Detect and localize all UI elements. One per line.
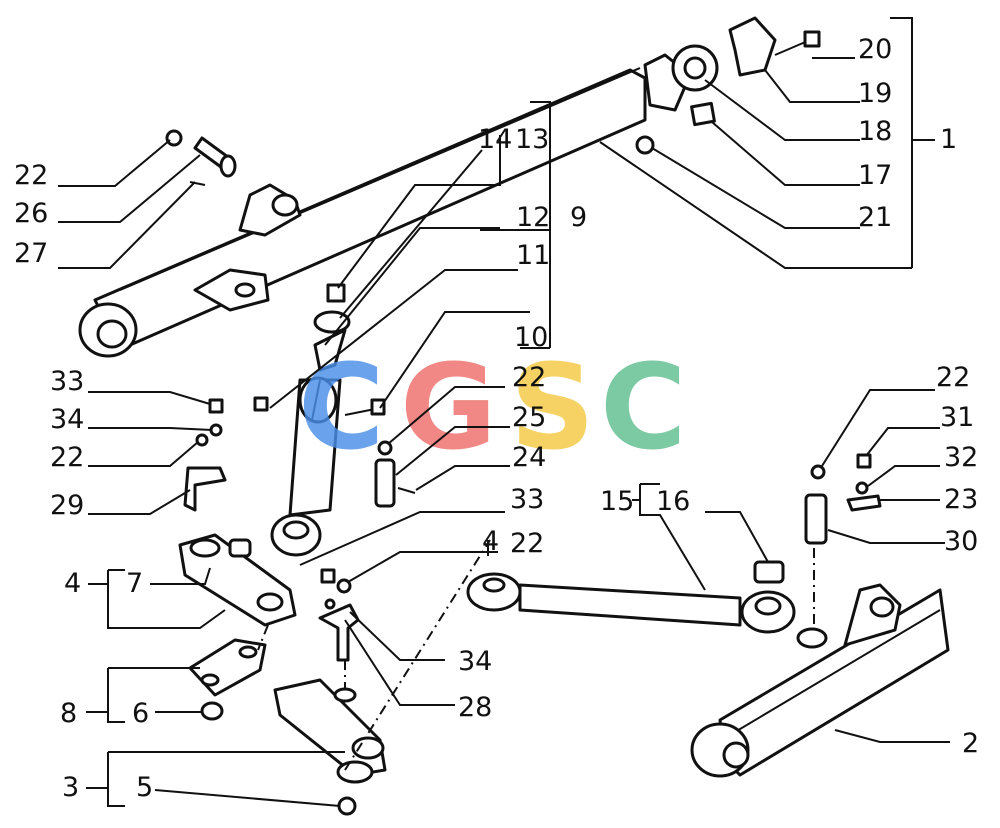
bracket-29 (183, 398, 227, 512)
lift-rod-assembly (253, 283, 386, 557)
callout-7: 7 (126, 568, 143, 599)
nut-21 (635, 135, 655, 155)
callout-14: 14 (478, 124, 512, 155)
bolt-20 (774, 30, 821, 56)
callout-22-lower: 22 (510, 528, 544, 559)
watermark-letter-4: C (600, 338, 687, 476)
ball-joint (671, 44, 719, 92)
callout-17: 17 (858, 160, 892, 191)
callout-labels: 22 26 27 14 13 12 9 11 10 33 34 22 29 22… (14, 34, 979, 803)
watermark-letter-1: C (298, 338, 385, 476)
callout-29: 29 (50, 490, 84, 521)
adjustable-rod (466, 560, 796, 634)
watermark-letter-2: G (400, 338, 497, 476)
callout-21: 21 (858, 202, 892, 233)
callout-34-lower: 34 (458, 646, 492, 677)
callout-24: 24 (512, 442, 546, 473)
callout-4-right: 4 (482, 526, 499, 557)
callout-12: 12 (516, 202, 550, 233)
callout-30: 30 (944, 526, 978, 557)
pin-set-lower (318, 568, 360, 662)
callout-23: 23 (944, 484, 978, 515)
retainer-half (728, 16, 777, 77)
plate-17 (690, 101, 716, 127)
callout-34-left: 34 (50, 404, 84, 435)
callout-4-left: 4 (64, 568, 81, 599)
pin-set-right (804, 453, 882, 545)
callout-6: 6 (132, 698, 149, 729)
callout-22-upper-left: 22 (14, 160, 48, 191)
callout-2: 2 (962, 728, 979, 759)
callout-3: 3 (62, 772, 79, 803)
callout-32: 32 (944, 442, 978, 473)
callout-15: 15 (600, 486, 634, 517)
callout-22-right: 22 (936, 362, 970, 393)
callout-22-left: 22 (50, 442, 84, 473)
callout-1: 1 (940, 124, 957, 155)
callout-8: 8 (60, 698, 77, 729)
pin-set-middle (374, 440, 416, 508)
callout-33-left: 33 (50, 366, 84, 397)
upper-lift-arm (78, 53, 692, 358)
callout-18: 18 (858, 116, 892, 147)
pin-set-upper (165, 129, 237, 186)
parts-drawing (78, 16, 950, 816)
callout-31: 31 (940, 402, 974, 433)
callout-10: 10 (514, 322, 548, 353)
callout-19: 19 (858, 78, 892, 109)
leader-lines (58, 17, 950, 807)
callout-11: 11 (516, 240, 550, 271)
lower-links (178, 533, 491, 816)
lower-lift-arm (690, 548, 950, 778)
watermark-letter-3: S (510, 338, 595, 476)
callout-28: 28 (458, 692, 492, 723)
callout-27: 27 (14, 238, 48, 269)
callout-22-middle: 22 (512, 362, 546, 393)
callout-20: 20 (858, 34, 892, 65)
callout-26: 26 (14, 198, 48, 229)
callout-9: 9 (570, 202, 587, 233)
axis-line-2 (257, 624, 269, 651)
callout-13: 13 (515, 124, 549, 155)
callout-5: 5 (136, 772, 153, 803)
callout-33-middle: 33 (510, 484, 544, 515)
watermark: C G S C (298, 338, 687, 476)
callout-25: 25 (512, 402, 546, 433)
callout-16: 16 (656, 486, 690, 517)
